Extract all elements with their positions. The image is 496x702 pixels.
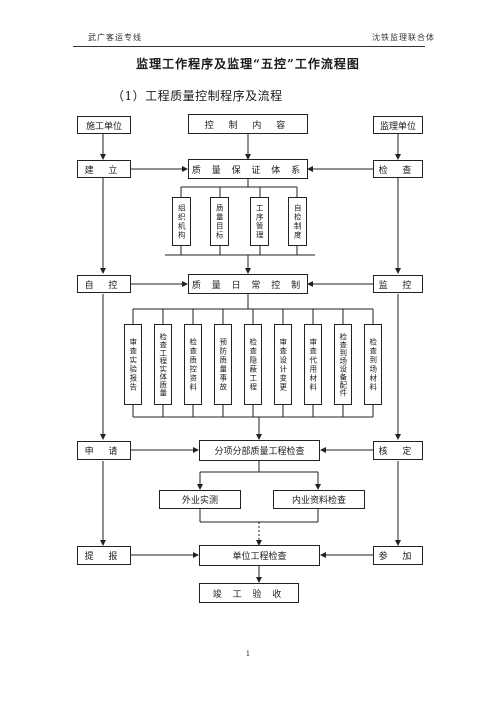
supervision-unit-box: 监理单位 — [373, 116, 423, 134]
field-measurement-label: 外业实测 — [181, 496, 218, 506]
system-item-label: 质量目标 — [215, 203, 225, 240]
header-right: 沈铁监理联合体 — [372, 33, 435, 42]
daily-item-label: 审查代用材料 — [308, 337, 318, 392]
unit-inspection-box: 单位工程检查 — [199, 545, 320, 566]
control-content-box: 控 制 内 容 — [188, 114, 308, 134]
daily-item-substitute-materials: 审查代用材料 — [304, 324, 322, 405]
unit-inspection-label: 单位工程检查 — [232, 552, 287, 562]
system-item-label: 工序管理 — [255, 203, 265, 240]
daily-item-arrived-materials: 检查到场材料 — [364, 324, 382, 405]
header-left: 武广客运专线 — [88, 33, 142, 42]
system-item-quality-target: 质量目标 — [210, 197, 229, 246]
daily-item-label: 审查实验报告 — [128, 337, 138, 392]
self-control-box: 自 控 — [77, 275, 131, 293]
page-title: 监理工作程序及监理“五控”工作流程图 — [136, 57, 360, 71]
daily-item-design-changes: 审查设计变更 — [274, 324, 292, 405]
daily-item-label: 审查设计变更 — [278, 337, 288, 392]
system-item-label: 自检制度 — [293, 203, 303, 240]
system-item-process-management: 工序管理 — [250, 197, 269, 246]
daily-item-equipment-parts: 检查到场设备配件 — [334, 324, 352, 405]
daily-item-label: 检查到场材料 — [368, 337, 378, 392]
field-measurement-box: 外业实测 — [159, 490, 241, 509]
daily-item-entity-quality: 检查工程实体质量 — [154, 324, 172, 405]
verify-box: 核 定 — [373, 441, 423, 460]
submit-box: 提 报 — [77, 546, 131, 565]
completion-acceptance-label: 竣 工 验 收 — [212, 589, 286, 600]
daily-item-label: 预防质量事故 — [218, 337, 228, 392]
internal-docs-check-label: 内业资料检查 — [291, 496, 346, 506]
daily-item-concealed-works: 检查隐蔽工程 — [244, 324, 262, 405]
subitem-inspection-box: 分项分部质量工程检查 — [199, 440, 320, 461]
daily-item-label: 检查质控资料 — [188, 337, 198, 392]
system-item-self-inspection: 自检制度 — [288, 197, 307, 246]
participate-box: 参 加 — [373, 546, 423, 565]
supervision-unit-label: 监理单位 — [379, 121, 416, 132]
apply-box: 申 请 — [77, 441, 131, 460]
inspect-label: 检 查 — [378, 165, 418, 176]
daily-quality-control-label: 质 量 日 常 控 制 — [191, 280, 305, 291]
page-number: 1 — [245, 650, 251, 658]
construction-unit-label: 施工单位 — [85, 121, 122, 132]
section-subtitle: （1）工程质量控制程序及流程 — [112, 89, 283, 103]
system-item-organization: 组织机构 — [172, 197, 191, 246]
daily-item-label: 检查到场设备配件 — [338, 332, 348, 397]
verify-label: 核 定 — [378, 447, 418, 457]
completion-acceptance-box: 竣 工 验 收 — [199, 583, 299, 603]
inspect-box: 检 查 — [373, 160, 423, 178]
header-rule — [73, 46, 425, 47]
internal-docs-check-box: 内业资料检查 — [273, 490, 365, 509]
control-content-label: 控 制 内 容 — [204, 120, 292, 131]
daily-quality-control-box: 质 量 日 常 控 制 — [188, 274, 308, 294]
quality-assurance-system-box: 质 量 保 证 体 系 — [188, 159, 308, 179]
daily-item-label: 检查隐蔽工程 — [248, 337, 258, 392]
submit-label: 提 报 — [84, 552, 124, 562]
quality-assurance-system-label: 质 量 保 证 体 系 — [191, 165, 305, 176]
subitem-inspection-label: 分项分部质量工程检查 — [214, 447, 305, 457]
monitor-box: 监 控 — [373, 275, 423, 293]
self-control-label: 自 控 — [84, 280, 124, 291]
apply-label: 申 请 — [84, 447, 124, 457]
daily-item-test-report: 审查实验报告 — [124, 324, 142, 405]
establish-label: 建 立 — [84, 165, 124, 176]
daily-item-quality-docs: 检查质控资料 — [184, 324, 202, 405]
participate-label: 参 加 — [378, 552, 418, 562]
system-item-label: 组织机构 — [177, 203, 187, 240]
construction-unit-box: 施工单位 — [77, 116, 131, 134]
monitor-label: 监 控 — [378, 280, 418, 291]
daily-item-accident-prevention: 预防质量事故 — [214, 324, 232, 405]
daily-item-label: 检查工程实体质量 — [158, 332, 168, 397]
establish-box: 建 立 — [77, 160, 131, 178]
